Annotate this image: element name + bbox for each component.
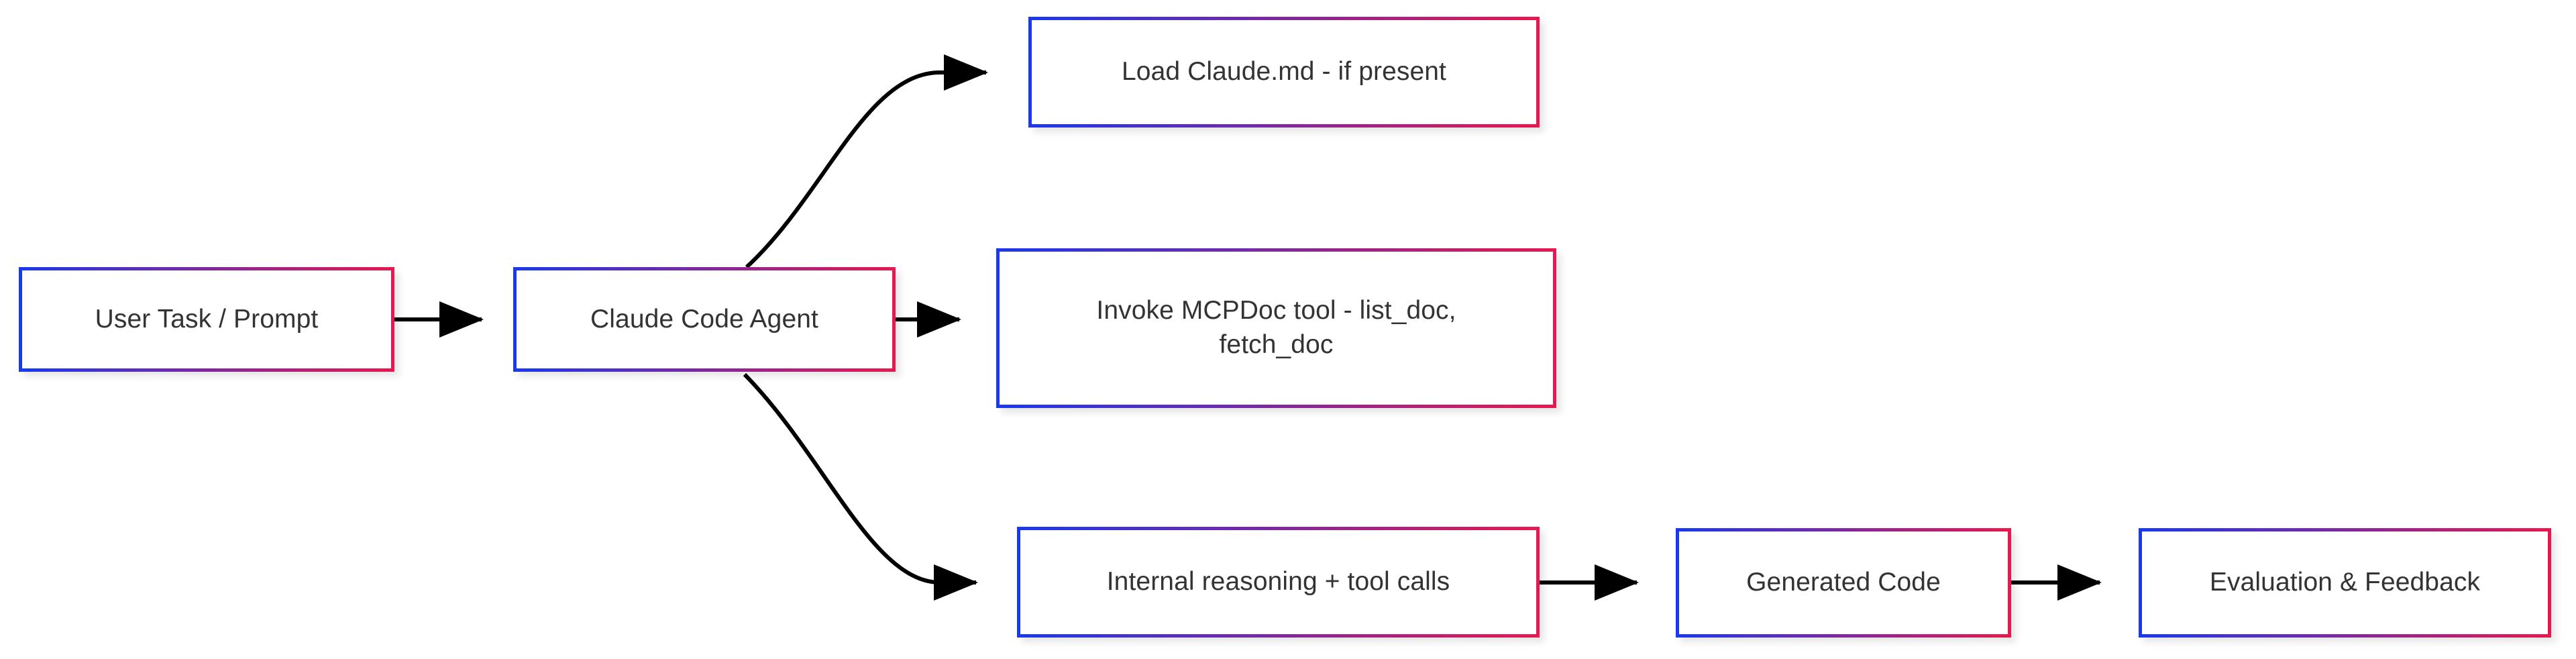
node-label-generated-code: Generated Code (1746, 568, 1941, 597)
node-label-user-task-prompt: User Task / Prompt (95, 304, 319, 334)
node-label-load-claude-md: Load Claude.md - if present (1122, 57, 1446, 87)
edge-agent-to-internal-reasoning (743, 372, 978, 601)
node-load-claude-md[interactable]: Load Claude.md - if present (1028, 17, 1540, 128)
node-invoke-mcpdoc-tool[interactable]: Invoke MCPDoc tool - list_doc, fetch_doc (996, 248, 1556, 408)
node-label-invoke-mcpdoc-tool: Invoke MCPDoc tool - list_doc, fetch_doc (1096, 296, 1456, 359)
node-user-task-prompt[interactable]: User Task / Prompt (19, 267, 394, 372)
node-label-internal-reasoning: Internal reasoning + tool calls (1106, 567, 1450, 597)
node-label-claude-code-agent: Claude Code Agent (590, 304, 818, 334)
edges-group (394, 54, 2102, 601)
node-evaluation-feedback[interactable]: Evaluation & Feedback (2139, 528, 2551, 638)
node-claude-code-agent[interactable]: Claude Code Agent (513, 267, 896, 372)
node-generated-code[interactable]: Generated Code (1676, 528, 2011, 638)
edge-agent-to-load-claude-md (745, 54, 988, 269)
node-internal-reasoning[interactable]: Internal reasoning + tool calls (1017, 527, 1540, 638)
node-label-evaluation-feedback: Evaluation & Feedback (2209, 568, 2481, 597)
